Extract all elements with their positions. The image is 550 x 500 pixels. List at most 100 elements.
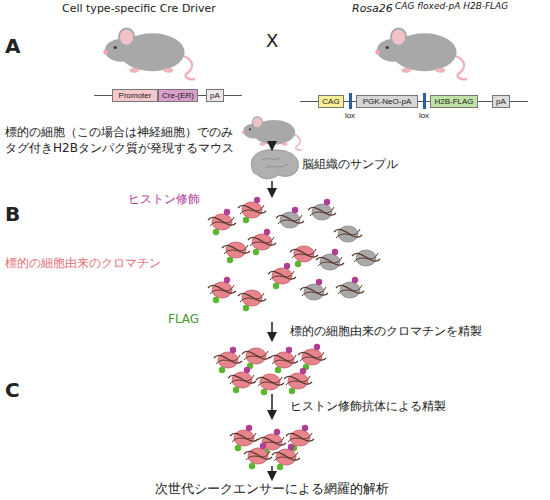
dna-wrap [286,376,310,385]
dna-wrap [334,229,362,237]
dna-wrap [232,433,256,442]
histone-mark [324,199,330,205]
dna-wrap [292,249,316,258]
histone-mark [300,368,306,374]
histone-mark [244,367,250,373]
dna-wrap [298,352,326,360]
dna-wrap [248,237,276,245]
flag-tag [213,229,219,235]
dna-wrap [258,377,282,386]
lox-label: lox [345,111,355,121]
flag-tag [233,387,239,393]
dna-wrap [216,355,240,364]
histone-mark [352,277,358,283]
histone-mark [254,197,260,203]
label: B [5,202,20,226]
flag-tag [277,464,283,470]
flag-tag [235,445,241,451]
flag-tag [213,297,219,303]
dna-wrap [230,433,258,441]
spacer [272,56,273,100]
dna-wrap [270,355,298,363]
flow-arrow [271,394,273,418]
dna-wrap [272,452,300,460]
cre-driver-mouse [103,28,195,79]
promoter-box: Promoter [112,89,158,102]
label: 標的の細胞由来のクロマチン [5,256,161,270]
dna-wrap [300,287,328,295]
histone-mark [264,229,270,235]
flag-tag [273,283,279,289]
flag-tag [227,257,233,263]
flag-tag [243,217,249,223]
label: 次世代シークエンサーによる網羅的解析 [155,481,389,497]
box-label: Cre-(ER) [162,91,194,100]
dna-wrap [228,375,256,383]
label: Rosa26 [352,2,393,15]
polya-box: pA [492,95,510,108]
cre-box: Cre-(ER) [158,89,198,102]
dna-wrap [300,352,324,361]
neo-box: PGK-NeO-pA [356,95,418,108]
dna-wrap [238,205,266,213]
histone-mark [246,425,252,431]
histone-mark [230,347,236,353]
histone-mark [224,209,230,215]
cag-box: CAG [318,95,344,108]
box-label: CAG [322,97,339,106]
histone-mark [316,279,322,285]
label: 脳組織のサンプル [302,157,398,171]
dna-wrap [250,237,274,246]
flow-arrow [271,142,273,149]
flow-arrow [271,322,273,340]
reporter-mouse [375,28,467,79]
histone-mark [286,347,292,353]
lox-site [423,93,426,109]
dna-wrap [224,245,248,254]
dna-wrap [214,355,242,363]
flag-tag [253,249,259,255]
flow-arrow [272,150,273,152]
dna-wrap [270,271,294,280]
histone-mark [292,207,298,213]
flag-tag [243,305,249,311]
h2b-flag-box: H2B-FLAG [430,95,478,108]
dna-wrap [272,355,296,364]
flag-tag [249,463,255,469]
dna-wrap [208,217,236,225]
dna-wrap [318,257,342,266]
label: CAG floxed-pA H2B-FLAG [395,1,508,12]
dna-wrap [244,451,272,459]
brain [251,150,298,179]
dna-wrap [310,207,334,216]
flag-tag [275,367,281,373]
dna-wrap [290,249,318,257]
dna-wrap [268,271,296,279]
histone-mark [224,277,230,283]
dna-wrap [336,229,360,238]
label: ヒストン修飾 [128,192,200,206]
lox-label: lox [419,111,429,121]
label: C [5,378,20,402]
box-label: pA [210,91,220,100]
brain-fold [262,158,288,168]
flag-tag [261,389,267,395]
lox-site [349,93,352,109]
histone-mark [332,249,338,255]
dna-wrap [230,375,254,384]
dna-wrap [210,285,234,294]
dna-wrap [288,433,312,442]
dna-wrap [240,205,264,214]
dna-wrap [256,377,284,385]
histone-mark [302,425,308,431]
label: A [5,34,20,58]
dna-wrap [354,253,378,262]
flow-arrow [271,181,273,196]
label: ヒストン修飾抗体による精製 [290,399,446,413]
label: 標的の細胞（この場合は神経細胞）でのみ タグ付きH2Bタンパク質が発現するマウス [5,124,241,156]
dna-wrap [316,257,344,265]
dna-wrap [222,245,250,253]
dna-wrap [278,215,302,224]
